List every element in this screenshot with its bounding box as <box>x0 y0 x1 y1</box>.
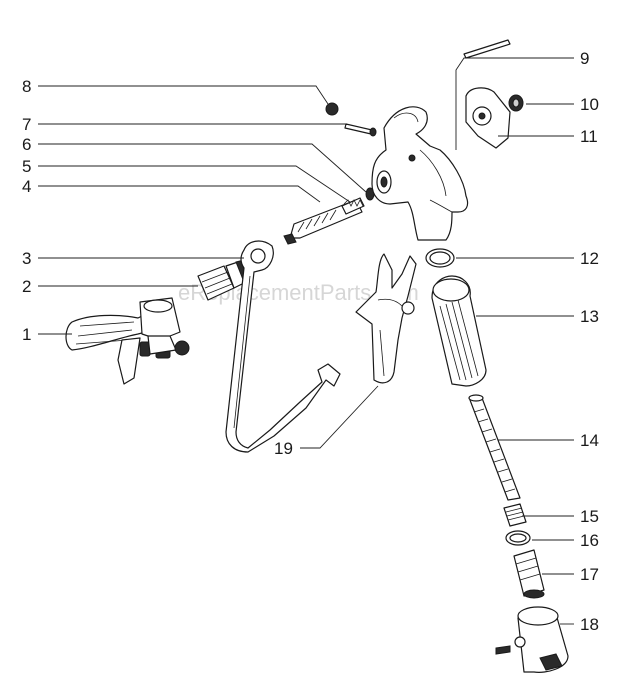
part-7-pin <box>344 123 377 137</box>
callout-7: 7 <box>22 115 31 134</box>
part-15-spring <box>503 503 527 527</box>
callout-19: 19 <box>274 439 293 458</box>
part-19-trigger <box>355 253 417 384</box>
part-17-swivel-fitting <box>513 549 545 599</box>
callout-3: 3 <box>22 249 31 268</box>
callout-9: 9 <box>580 49 589 68</box>
leader-lines <box>38 57 574 625</box>
part-8-nut <box>325 102 339 116</box>
callout-16: 16 <box>580 531 599 550</box>
callout-13: 13 <box>580 307 599 326</box>
part-14-filter <box>468 394 521 501</box>
part-11-cover-plate <box>465 87 511 149</box>
callout-17: 17 <box>580 565 599 584</box>
callout-15: 15 <box>580 507 599 526</box>
part-12-o-ring <box>425 248 455 268</box>
part-16-gasket <box>505 530 531 546</box>
callout-8: 8 <box>22 77 31 96</box>
part-18-swivel-housing <box>495 606 569 673</box>
part-9-hinge-pin <box>463 39 511 59</box>
callout-12: 12 <box>580 249 599 268</box>
callout-11: 11 <box>580 127 598 146</box>
callout-labels: 1 2 3 4 5 6 7 8 9 10 11 12 13 14 15 16 1… <box>22 49 599 634</box>
callout-5: 5 <box>22 157 31 176</box>
callout-1: 1 <box>22 325 31 344</box>
part-5-spring <box>343 199 364 207</box>
callout-10: 10 <box>580 95 599 114</box>
callout-6: 6 <box>22 135 31 154</box>
callout-4: 4 <box>22 177 31 196</box>
callout-14: 14 <box>580 431 599 450</box>
part-1-tip-guard <box>65 297 190 385</box>
part-3-trigger-guard <box>225 240 341 453</box>
part-13-handle <box>431 275 487 387</box>
part-4-valve-assembly <box>283 197 365 245</box>
part-10-swivel-nut <box>508 94 524 112</box>
callout-2: 2 <box>22 277 31 296</box>
gun-body <box>371 106 469 241</box>
callout-18: 18 <box>580 615 599 634</box>
